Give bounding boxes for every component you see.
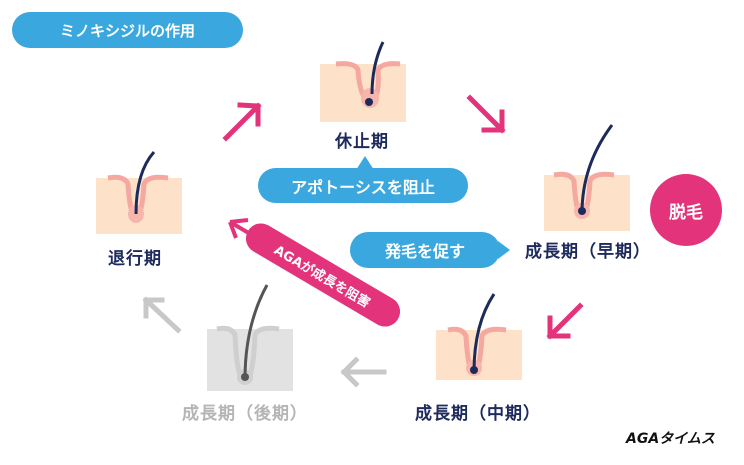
callout-text: アポトーシスを阻止 [291, 177, 435, 197]
stage-label-resting: 休止期 [335, 132, 389, 152]
pointer-up-icon [356, 156, 374, 170]
callout-promote-growth: 発毛を促す [350, 232, 500, 268]
title-text: ミノキシジルの作用 [59, 21, 195, 40]
hair-resting-icon [320, 41, 406, 122]
pointer-right-icon [498, 241, 510, 259]
hair-early-growth-icon [544, 124, 630, 231]
hair-mid-growth-icon [436, 293, 522, 380]
hair-late-growth-icon [207, 284, 293, 391]
callout-text: 発毛を促す [384, 242, 465, 261]
hair-loss-badge: 脱毛 [650, 174, 722, 246]
hair-regression-icon [96, 150, 182, 234]
stage-label-regression: 退行期 [108, 249, 162, 269]
stage-label-mid-growth: 成長期（中期） [415, 404, 541, 424]
stage-label-late-growth: 成長期（後期） [182, 404, 308, 424]
hair-loss-text: 脱毛 [669, 202, 703, 223]
callout-block-apoptosis: アポトーシスを阻止 [258, 168, 468, 203]
title-badge: ミノキシジルの作用 [12, 12, 243, 48]
stage-label-early-growth: 成長期（早期） [525, 242, 651, 262]
logo: AGAタイムス [626, 431, 715, 447]
